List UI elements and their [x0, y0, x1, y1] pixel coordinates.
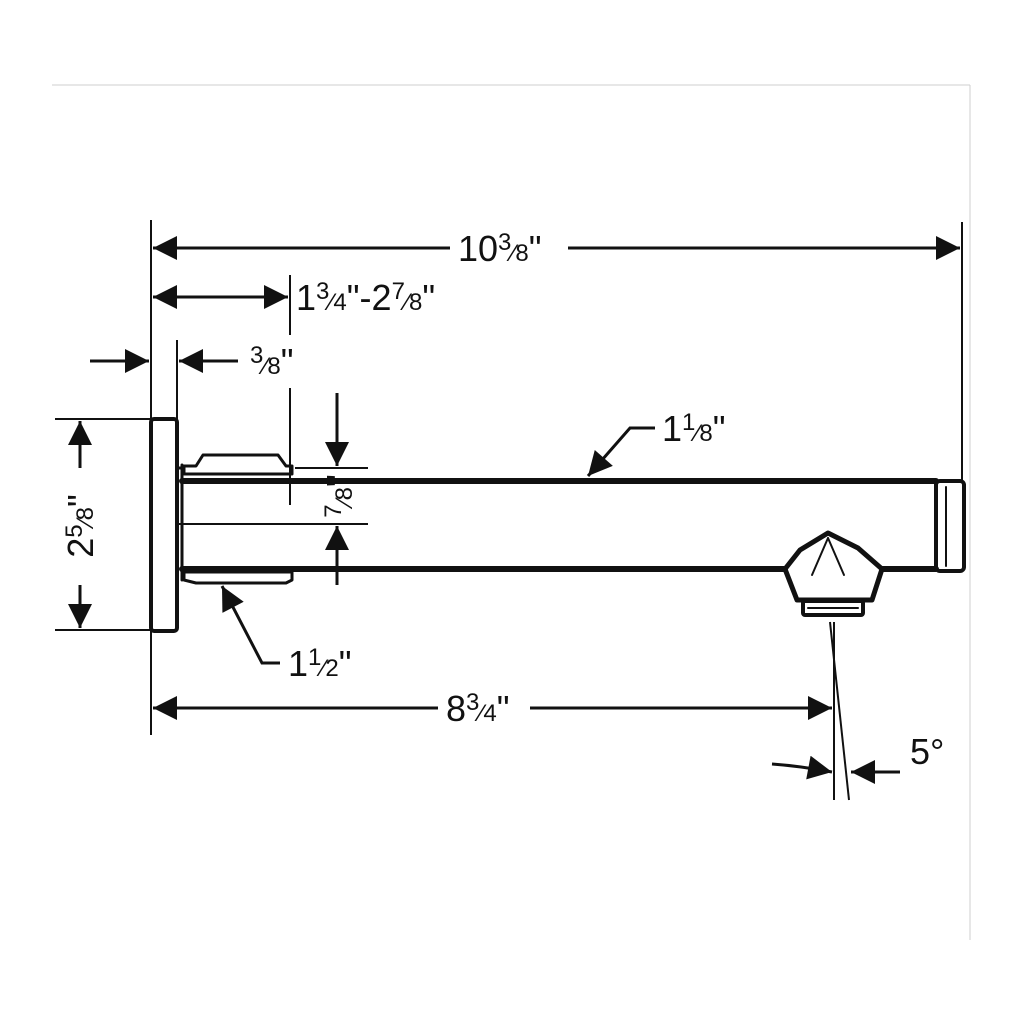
svg-text:103⁄8": 103⁄8": [458, 228, 542, 269]
top-nut: [182, 453, 294, 476]
svg-text:13⁄4"-27⁄8": 13⁄4"-27⁄8": [296, 277, 435, 318]
svg-text:3⁄8": 3⁄8": [250, 341, 294, 382]
wall-adjust-label: 13⁄4"-27⁄8": [296, 277, 435, 318]
bottom-nut: [182, 570, 294, 585]
svg-text:5°: 5°: [910, 731, 944, 772]
plate-thickness-label: 3⁄8": [250, 341, 294, 382]
wall-plate: [149, 417, 179, 633]
spout-diameter-label: 11⁄8": [662, 408, 726, 449]
dimension-lines: [55, 220, 963, 801]
angle-label: 5°: [910, 731, 944, 772]
spout-end-cap: [934, 479, 966, 573]
aerator-outlet: [801, 599, 865, 617]
svg-text:83⁄4": 83⁄4": [446, 688, 510, 729]
reach-label: 83⁄4": [446, 688, 510, 729]
aerator-head: [782, 530, 885, 603]
plate-height-label: 25⁄8": [60, 494, 101, 558]
spout-height-label: 7⁄8": [319, 474, 360, 518]
nut-size-label: 11⁄2": [288, 643, 352, 684]
svg-text:7⁄8": 7⁄8": [319, 474, 360, 518]
svg-text:11⁄2": 11⁄2": [288, 643, 352, 684]
spout-body: [149, 417, 966, 633]
svg-text:11⁄8": 11⁄8": [662, 408, 726, 449]
overall-length-label: 103⁄8": [458, 228, 542, 269]
svg-text:25⁄8": 25⁄8": [60, 494, 101, 558]
page-frame: [52, 84, 971, 940]
